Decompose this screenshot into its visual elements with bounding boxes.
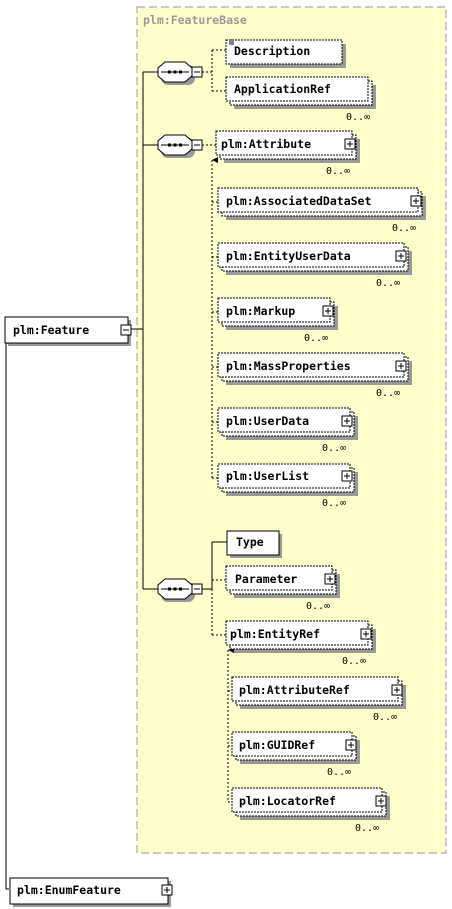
expand-icon[interactable] bbox=[360, 628, 372, 640]
element-label: plm:AttributeRef bbox=[239, 683, 350, 697]
sequence-icon bbox=[157, 61, 196, 86]
expand-icon[interactable] bbox=[341, 415, 353, 427]
element-label: plm:LocatorRef bbox=[239, 794, 336, 808]
substitution-entity-user-data[interactable]: plm:EntityUserData 0..∞ bbox=[217, 242, 412, 289]
collapse-icon[interactable] bbox=[191, 139, 203, 151]
expand-icon[interactable] bbox=[395, 360, 407, 372]
element-label: ApplicationRef bbox=[234, 82, 331, 96]
element-label: plm:EntityUserData bbox=[226, 249, 351, 263]
root-element-feature[interactable]: plm:Feature bbox=[4, 316, 132, 346]
expand-icon[interactable] bbox=[344, 138, 356, 150]
expand-icon[interactable] bbox=[324, 573, 336, 585]
occurs-label: 0..∞ bbox=[346, 112, 370, 123]
element-type[interactable]: Type bbox=[226, 530, 282, 558]
element-application-ref[interactable]: ApplicationRef 0..∞ bbox=[225, 76, 376, 123]
substitution-user-list[interactable]: plm:UserList 0..∞ bbox=[217, 463, 358, 509]
substitution-guid-ref[interactable]: plm:GUIDRef 0..∞ bbox=[231, 731, 360, 778]
element-label: plm:Attribute bbox=[221, 137, 311, 151]
collapse-icon[interactable] bbox=[191, 583, 203, 595]
inheritance-arrow bbox=[5, 340, 12, 890]
substitution-attribute-ref[interactable]: plm:AttributeRef 0..∞ bbox=[231, 676, 406, 723]
root-element-label: plm:Feature bbox=[13, 323, 89, 337]
occurs-label: 0..∞ bbox=[306, 601, 330, 612]
element-attribute[interactable]: plm:Attribute 0..∞ bbox=[215, 130, 360, 177]
feature-base-title: plm:FeatureBase bbox=[143, 13, 247, 27]
occurs-label: 0..∞ bbox=[327, 767, 351, 778]
occurs-label: 0..∞ bbox=[304, 333, 328, 344]
expand-icon[interactable] bbox=[391, 684, 403, 696]
sequence-icon bbox=[157, 134, 196, 159]
occurs-label: 0..∞ bbox=[373, 712, 397, 723]
expand-icon[interactable] bbox=[410, 195, 422, 207]
substitution-associated-data-set[interactable]: plm:AssociatedDataSet 0..∞ bbox=[217, 187, 426, 234]
occurs-label: 0..∞ bbox=[326, 166, 350, 177]
expand-icon[interactable] bbox=[322, 305, 334, 317]
substitution-locator-ref[interactable]: plm:LocatorRef 0..∞ bbox=[231, 787, 390, 834]
collapse-icon[interactable] bbox=[191, 66, 203, 78]
occurs-label: 0..∞ bbox=[355, 823, 379, 834]
element-label: plm:MassProperties bbox=[226, 359, 351, 373]
collapse-icon[interactable] bbox=[120, 324, 132, 336]
occurs-label: 0..∞ bbox=[376, 388, 400, 399]
expand-icon[interactable] bbox=[341, 470, 353, 482]
element-entity-ref[interactable]: plm:EntityRef 0..∞ bbox=[225, 620, 376, 667]
expand-icon[interactable] bbox=[345, 739, 357, 751]
substitution-user-data[interactable]: plm:UserData 0..∞ bbox=[217, 407, 358, 454]
substitution-markup[interactable]: plm:Markup 0..∞ bbox=[217, 297, 338, 344]
element-label: plm:AssociatedDataSet bbox=[226, 194, 371, 208]
occurs-label: 0..∞ bbox=[392, 223, 416, 234]
expand-icon[interactable] bbox=[395, 250, 407, 262]
derived-element-enum-feature[interactable]: plm:EnumFeature bbox=[9, 877, 173, 907]
element-label: plm:GUIDRef bbox=[239, 738, 315, 752]
element-label: plm:UserList bbox=[226, 469, 309, 483]
expand-icon[interactable] bbox=[161, 884, 173, 896]
element-description[interactable]: Description bbox=[225, 39, 346, 68]
occurs-label: 0..∞ bbox=[322, 498, 346, 509]
occurs-label: 0..∞ bbox=[322, 443, 346, 454]
element-label: plm:EntityRef bbox=[230, 627, 320, 641]
element-parameter[interactable]: Parameter 0..∞ bbox=[225, 565, 340, 612]
element-label: Description bbox=[234, 44, 310, 58]
substitution-mass-properties[interactable]: plm:MassProperties 0..∞ bbox=[217, 352, 412, 399]
occurs-label: 0..∞ bbox=[376, 278, 400, 289]
sequence-icon bbox=[157, 578, 196, 603]
element-label: plm:UserData bbox=[226, 414, 309, 428]
element-label: plm:Markup bbox=[226, 304, 295, 318]
occurs-label: 0..∞ bbox=[342, 656, 366, 667]
derived-element-label: plm:EnumFeature bbox=[17, 883, 121, 897]
expand-icon[interactable] bbox=[375, 795, 387, 807]
element-label: Parameter bbox=[235, 572, 297, 586]
element-label: Type bbox=[236, 535, 264, 549]
